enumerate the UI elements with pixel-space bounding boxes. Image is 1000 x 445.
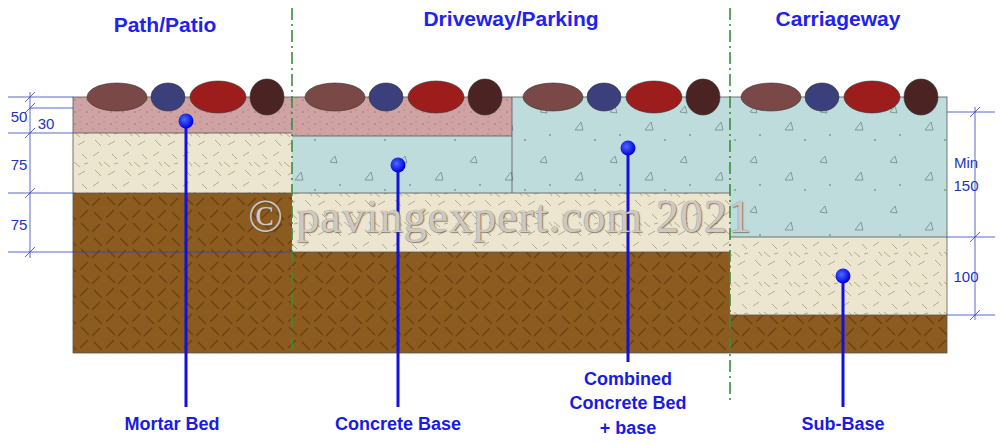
paving-block [741,83,801,111]
callout-label: Mortar Bed [124,412,219,436]
paving-block [250,79,284,115]
dimension-value: 50 [11,106,28,129]
paving-block [87,83,147,111]
watermark: © pavingexpert.com 2021 [248,190,752,243]
section-heading: Carriageway [776,7,901,31]
dimension-value: 75 [11,154,28,177]
paving-block [468,79,502,115]
leader-dots [179,114,851,284]
paving-block [626,81,682,113]
paving-block [904,79,938,115]
callout-label: Combined Concrete Bed + base [563,367,693,440]
paving-block [151,83,185,111]
dimension-value: 100 [953,266,978,289]
paving-block [369,83,403,111]
paving-block [305,83,365,111]
callout-label: Concrete Base [335,412,461,436]
paving-block [408,81,464,113]
leader-lines [186,121,843,407]
callout-label: Sub-Base [801,412,884,436]
paving-block [686,79,720,115]
paving-block [805,83,839,111]
paving-block [844,81,900,113]
paving-block [190,81,246,113]
dimension-value: 75 [11,214,28,237]
dimension-value: 30 [38,113,55,136]
section-heading: Driveway/Parking [423,7,598,31]
dimension-lines [8,92,995,320]
section-heading: Path/Patio [114,13,217,37]
paving-block [587,83,621,111]
paving-block [523,83,583,111]
dimension-value: Min 150 [948,152,984,197]
